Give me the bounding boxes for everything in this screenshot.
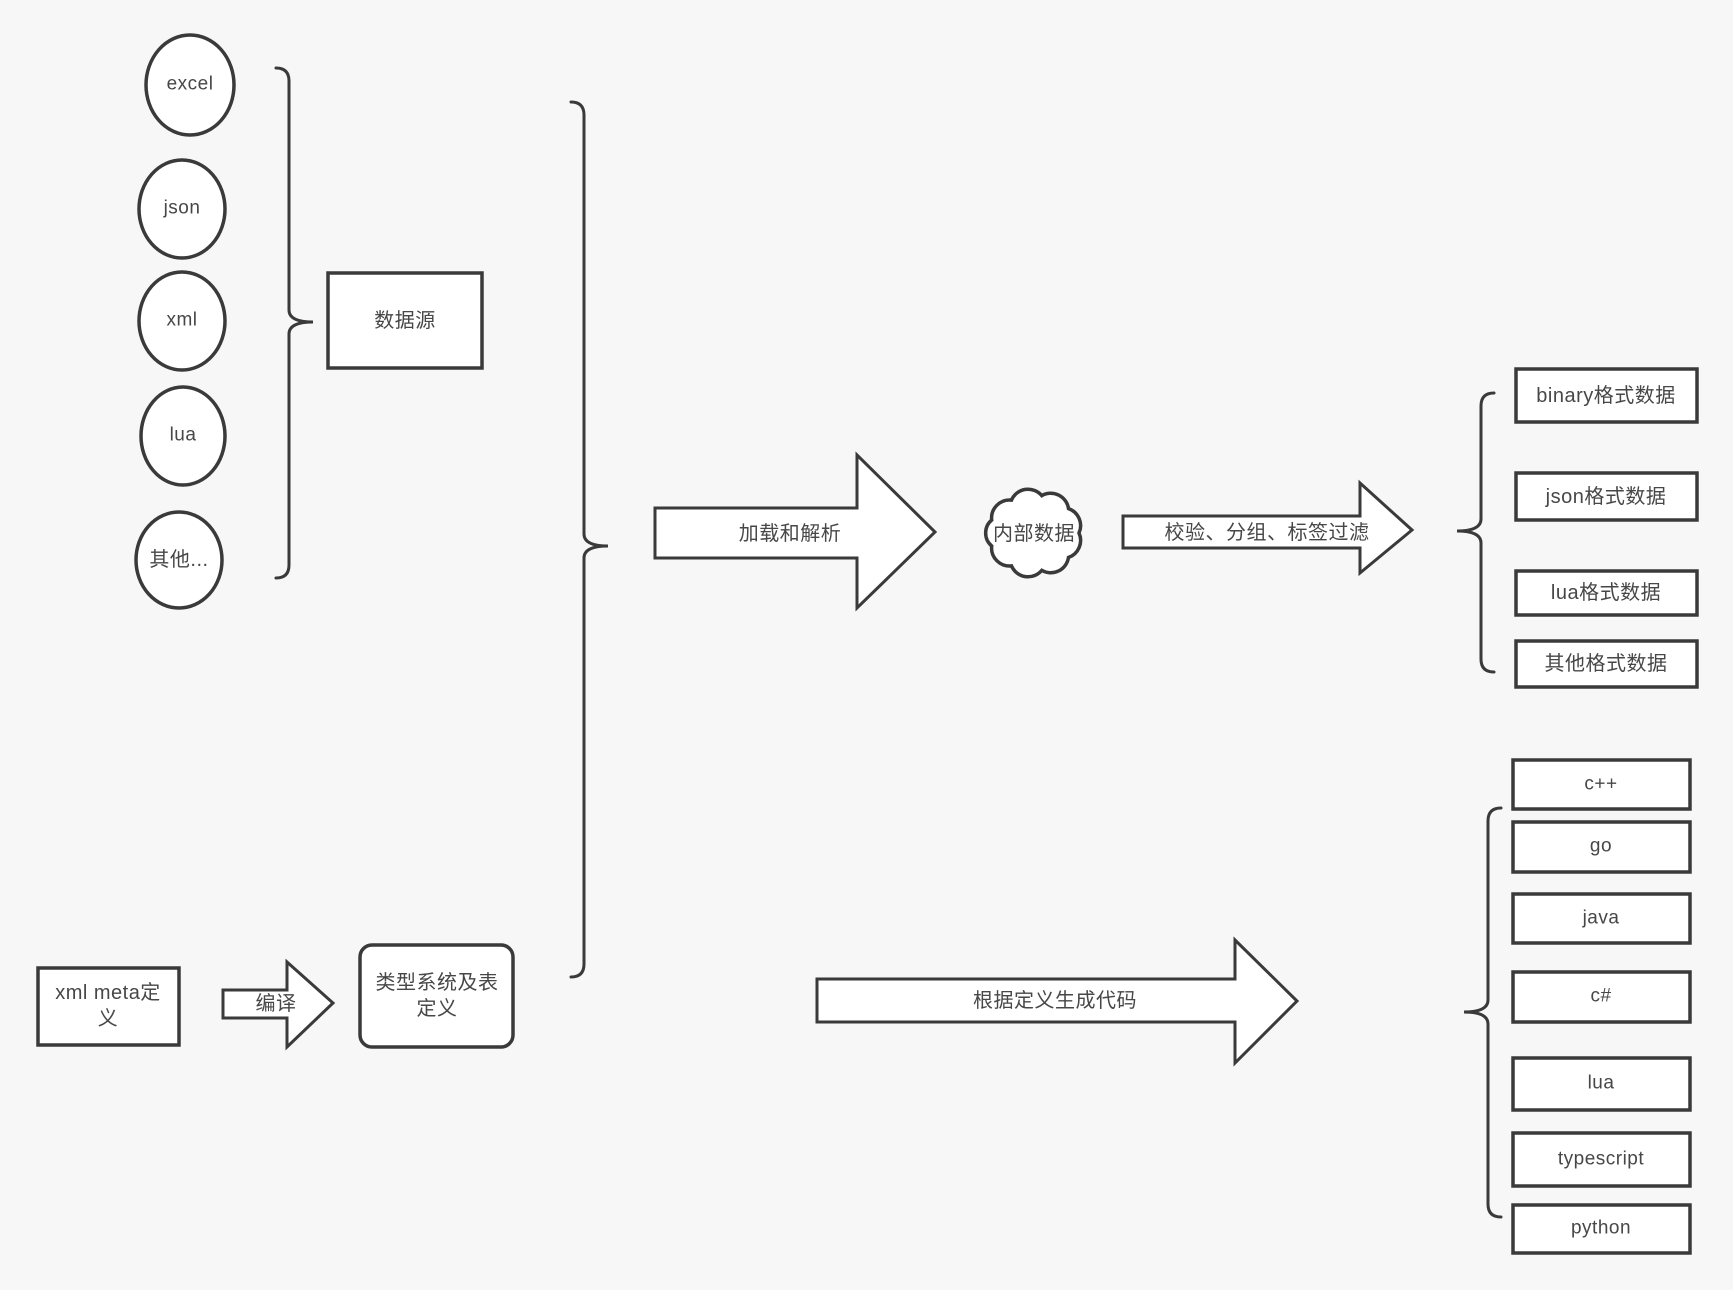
label-json-format: json格式数据: [1545, 486, 1667, 508]
brace-sources: [274, 66, 314, 580]
label-lua: lua: [169, 424, 197, 446]
label-filter: 校验、分组、标签过滤: [1164, 522, 1370, 544]
label-go: go: [1589, 835, 1613, 857]
label-internal-data: 内部数据: [993, 523, 1075, 545]
label-typescript: typescript: [1557, 1148, 1645, 1170]
cloud-internal-data: [983, 487, 1083, 579]
box-data-source: [326, 271, 484, 370]
arrow-filter: [1121, 479, 1415, 577]
label-other-format: 其他格式数据: [1544, 653, 1668, 675]
label-python: python: [1570, 1217, 1632, 1239]
box-lua-format: [1514, 569, 1699, 617]
box-type-system: [358, 943, 515, 1049]
arrow-compile: [221, 958, 336, 1051]
ellipse-excel: [144, 33, 236, 137]
label-compile: 编译: [255, 993, 297, 1015]
box-typescript: [1511, 1131, 1692, 1188]
label-lua-lang: lua: [1587, 1072, 1615, 1094]
label-others: 其他...: [149, 549, 209, 571]
label-load-parse: 加载和解析: [738, 523, 842, 545]
label-json: json: [163, 197, 201, 219]
brace-languages: [1463, 806, 1503, 1219]
ellipse-others: [134, 510, 224, 610]
label-excel: excel: [166, 73, 214, 95]
box-json-format: [1514, 471, 1699, 522]
box-csharp: [1511, 970, 1692, 1024]
box-python: [1511, 1203, 1692, 1255]
label-binary-format: binary格式数据: [1536, 385, 1676, 407]
label-generate-code: 根据定义生成代码: [973, 990, 1137, 1012]
box-java: [1511, 892, 1692, 945]
box-lua-lang: [1511, 1056, 1692, 1112]
label-cpp: c++: [1584, 773, 1618, 795]
brace-all-inputs: [569, 100, 609, 979]
ellipse-xml: [137, 270, 227, 372]
label-type-system: 类型系统及表定义: [375, 972, 499, 1020]
label-lua-format: lua格式数据: [1550, 582, 1662, 604]
box-binary-format: [1514, 367, 1699, 424]
box-cpp: [1511, 758, 1692, 811]
label-data-source: 数据源: [374, 310, 436, 332]
box-go: [1511, 820, 1692, 874]
box-other-format: [1514, 639, 1699, 689]
arrow-generate-code: [815, 936, 1300, 1067]
box-xml-meta: [36, 966, 181, 1047]
ellipse-lua: [139, 385, 227, 487]
ellipse-json: [137, 158, 227, 260]
brace-output-formats: [1456, 391, 1496, 674]
label-csharp: c#: [1590, 985, 1612, 1007]
label-xml: xml: [166, 309, 198, 331]
label-java: java: [1582, 907, 1620, 929]
label-xml-meta: xml meta定义: [55, 982, 161, 1030]
arrow-load-parse: [653, 451, 938, 612]
